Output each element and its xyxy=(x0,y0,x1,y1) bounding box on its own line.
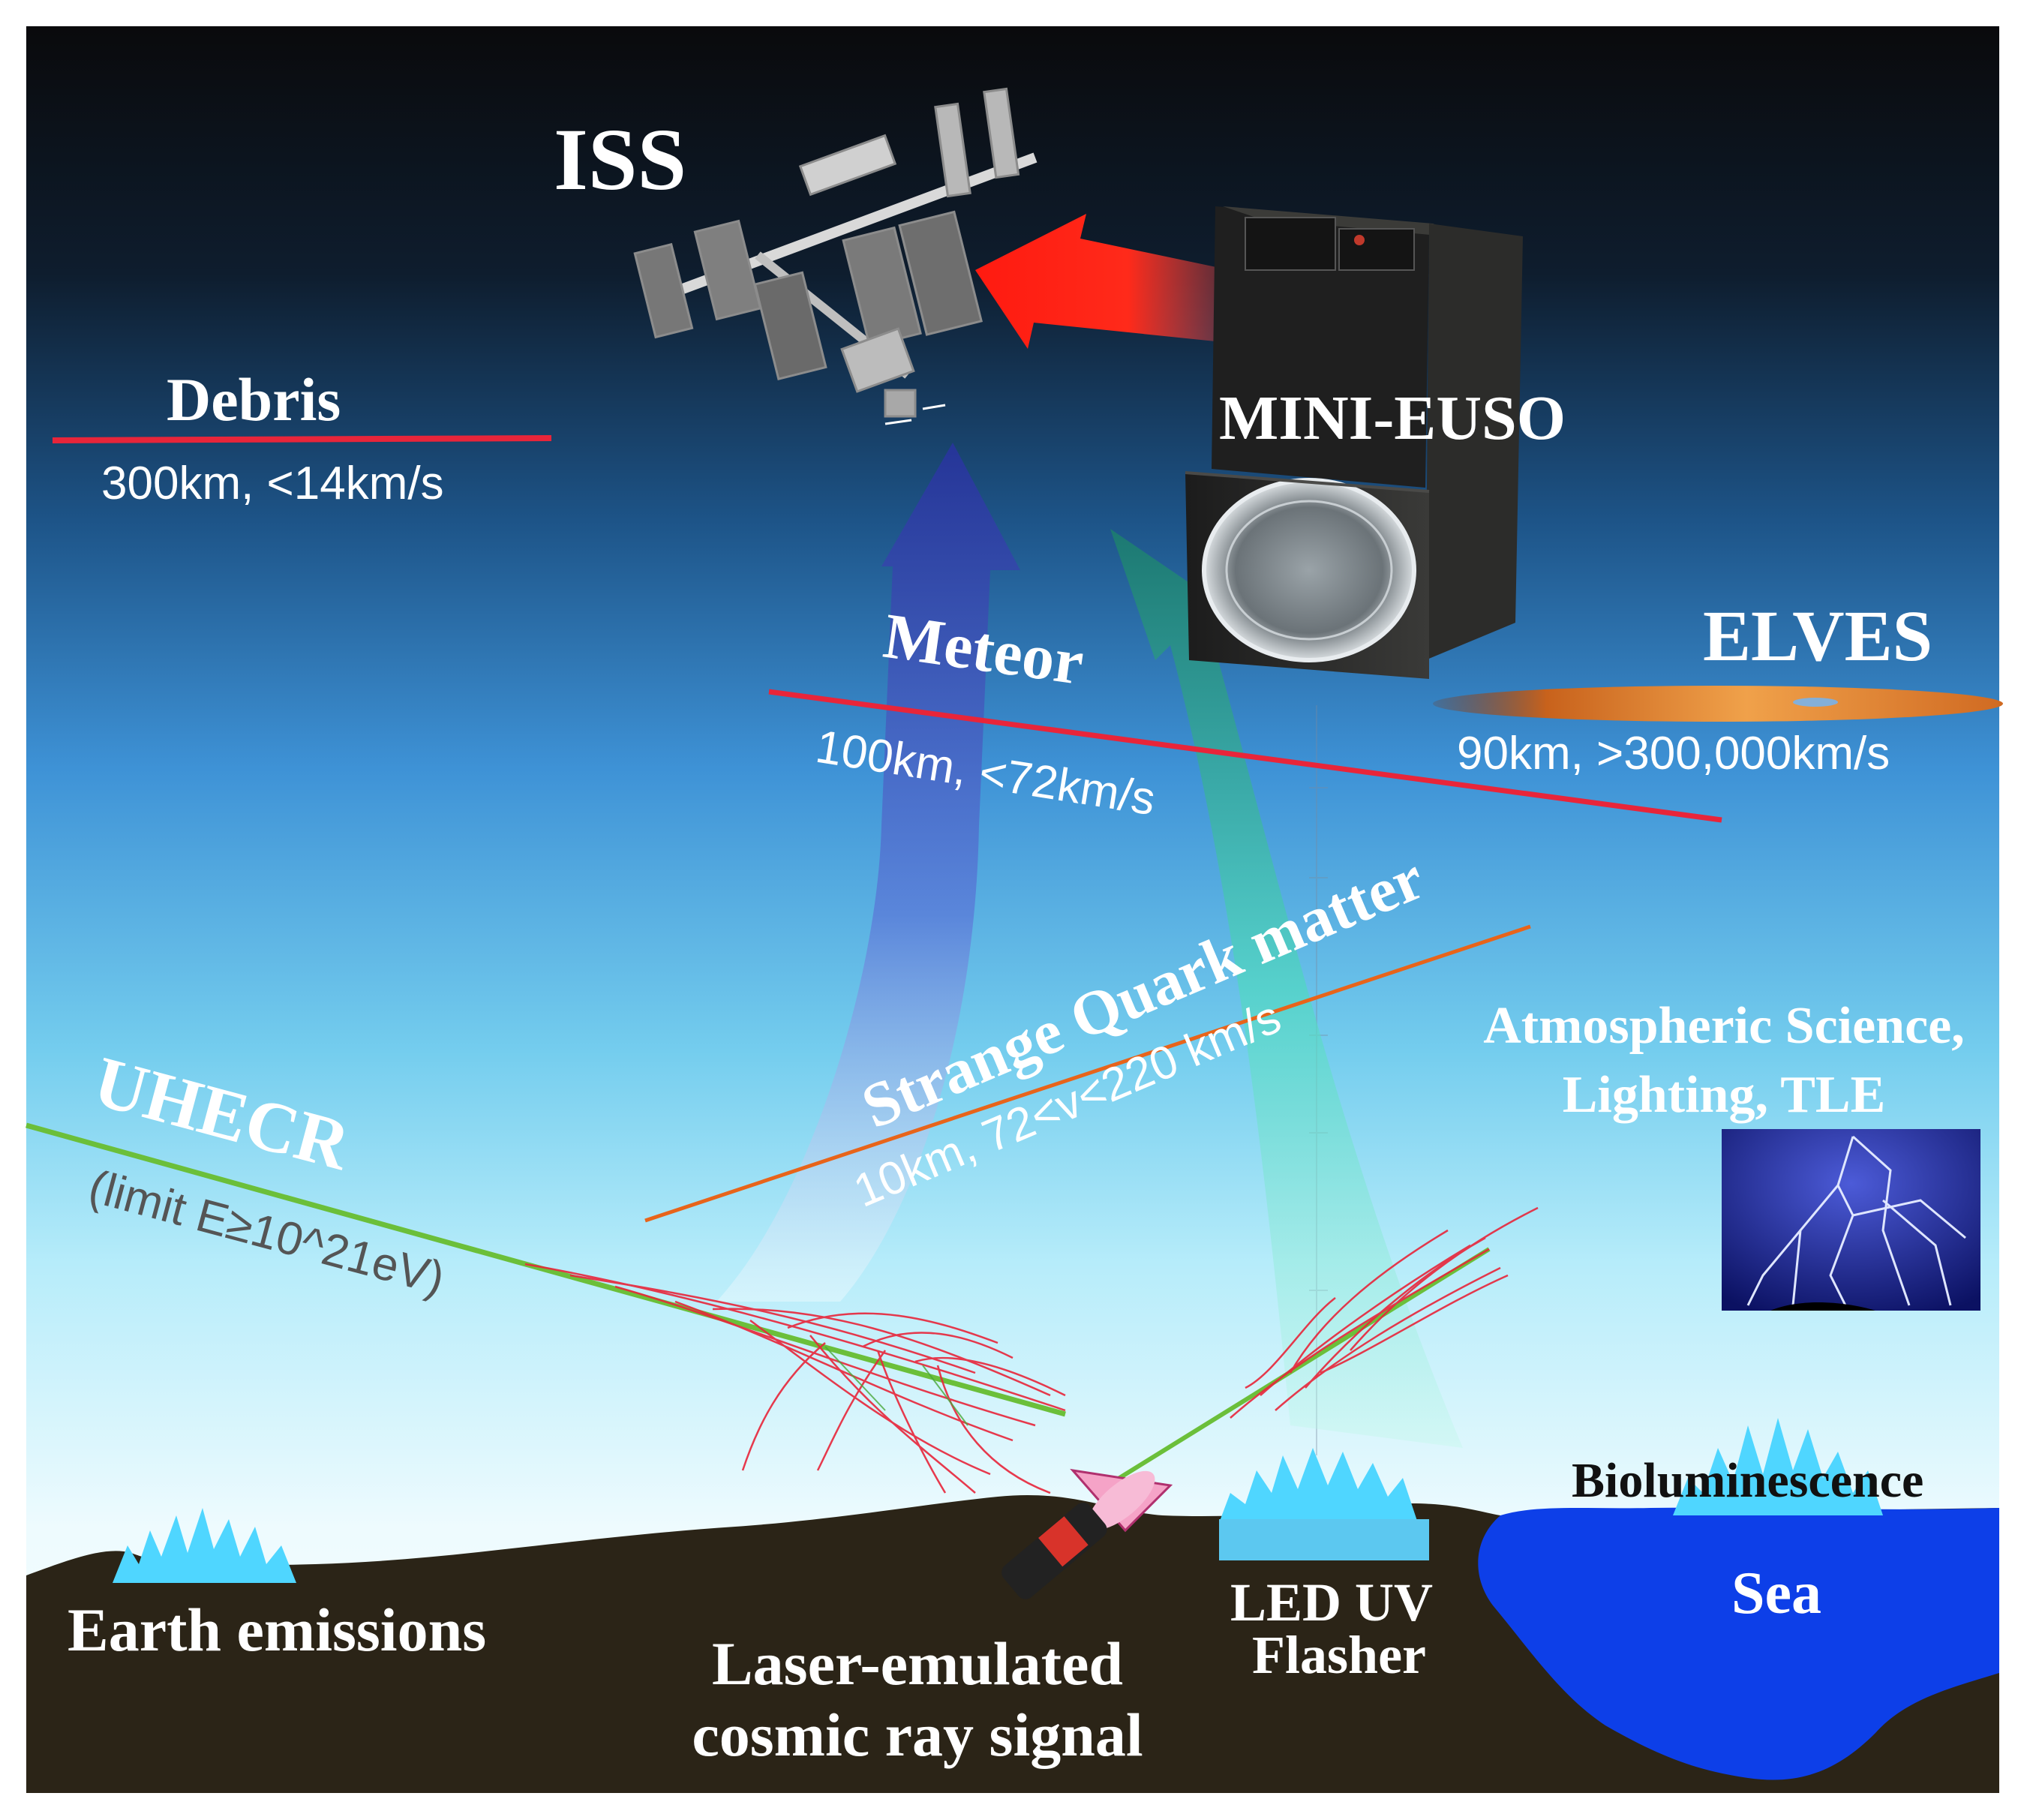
mini-euso-label: MINI-EUSO xyxy=(1219,383,1566,453)
debris-label: Debris xyxy=(167,365,341,434)
strange-quark-matter-track xyxy=(644,924,1531,1223)
sea-label: Sea xyxy=(1731,1560,1821,1626)
led-uv-label-line1: LED UV xyxy=(1230,1572,1433,1632)
laser-label-line2: cosmic ray signal xyxy=(692,1701,1143,1769)
led-uv-flasher-device xyxy=(1219,1519,1429,1560)
debris-track xyxy=(52,435,552,443)
bioluminescence-glow xyxy=(1673,1418,1883,1515)
atmospheric-science-label: Atmospheric Science, xyxy=(1483,997,1965,1055)
laser-label-line1: Laser-emulated xyxy=(712,1629,1123,1698)
red-arrow-to-iss xyxy=(975,214,1230,349)
blue-upward-arrow xyxy=(716,443,1020,1302)
led-glow xyxy=(1219,1448,1418,1523)
mini-euso-lens xyxy=(1202,478,1416,662)
lighting-tle-label: Lighting, TLE xyxy=(1563,1066,1886,1124)
bioluminescence-label: Bioluminescence xyxy=(1572,1453,1923,1508)
laser-shower xyxy=(1094,1206,1539,1495)
elves-label: ELVES xyxy=(1703,596,1932,676)
teal-upward-arrow xyxy=(1110,529,1463,1448)
uhecr-shower xyxy=(26,1122,1066,1494)
meteor-track xyxy=(768,689,1722,823)
elves-glow xyxy=(1433,686,2003,722)
earth-emission-glow xyxy=(113,1508,296,1583)
mini-euso-instrument xyxy=(1185,206,1523,679)
elves-info: 90km, >300,000km/s xyxy=(1457,728,1890,779)
laser-device xyxy=(1001,1468,1173,1599)
debris-info: 300km, <14km/s xyxy=(101,458,444,509)
iss-label: ISS xyxy=(554,110,686,209)
led-uv-label-line2: Flasher xyxy=(1252,1625,1426,1685)
earth-emissions-label: Earth emissions xyxy=(68,1596,486,1664)
sea xyxy=(1478,1507,1999,1780)
iss-station-illustration xyxy=(633,87,1038,425)
lightning-photo xyxy=(1722,1129,1980,1311)
